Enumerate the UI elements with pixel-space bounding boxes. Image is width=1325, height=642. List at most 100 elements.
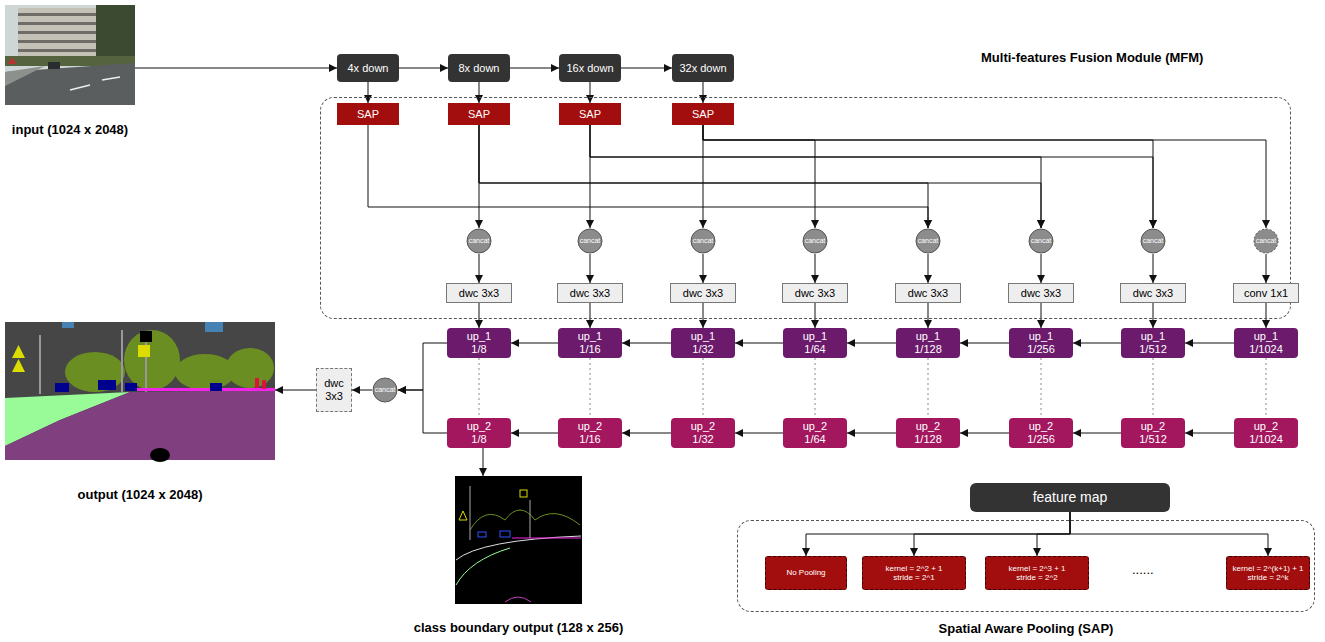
upsample-box: up_11/128 xyxy=(896,328,960,358)
seg-building xyxy=(5,322,275,460)
seg-pole xyxy=(121,330,123,392)
flow-arrow xyxy=(622,433,671,434)
sap-box: SAP xyxy=(559,103,621,125)
box-text: dwc 3x3 xyxy=(317,377,351,402)
dotted-link xyxy=(928,358,929,418)
upsample-box: up_11/512 xyxy=(1121,328,1185,358)
box-text: up_2 xyxy=(467,420,491,433)
flow-arrow xyxy=(735,433,783,434)
dwc-box: dwc 3x3 xyxy=(446,283,512,303)
box-text: kernel = 2^(k+1) + 1 xyxy=(1232,564,1303,573)
dotted-link xyxy=(703,358,704,418)
seg-car xyxy=(210,383,222,391)
box-text: up_2 xyxy=(1029,420,1053,433)
flow-arrow xyxy=(621,68,672,69)
upsample-box: up_21/32 xyxy=(671,418,735,448)
photo-windows xyxy=(18,40,96,43)
seg-sign xyxy=(138,345,150,357)
concat-circle: cancat xyxy=(1140,228,1166,254)
box-text: 1/1024 xyxy=(1249,433,1283,446)
flow-arrow xyxy=(368,82,369,103)
box-text: up_2 xyxy=(916,420,940,433)
dotted-link xyxy=(1041,358,1042,418)
box-text: cancat xyxy=(469,237,490,245)
flow-arrow xyxy=(590,303,591,328)
box-text: cancat xyxy=(375,386,396,394)
box-text: 1/16 xyxy=(579,343,600,356)
box-text: cancat xyxy=(1031,237,1052,245)
flow-arrow xyxy=(399,68,448,69)
boundary-line xyxy=(470,510,580,530)
box-text: up_1 xyxy=(1254,330,1278,343)
upsample-box: up_21/64 xyxy=(783,418,847,448)
photo-road xyxy=(5,63,135,105)
concat-circle-shape xyxy=(578,229,602,253)
box-text: up_1 xyxy=(1029,330,1053,343)
flow-arrow xyxy=(479,254,480,283)
box-text: 8x down xyxy=(459,62,500,75)
photo-building xyxy=(18,8,96,60)
dwc-box: dwc 3x3 xyxy=(670,283,736,303)
box-text: up_2 xyxy=(578,420,602,433)
box-text: 1/256 xyxy=(1027,433,1055,446)
segmentation-output xyxy=(5,322,275,462)
pooling-box: kernel = 2^3 + 1stride = 2^2 xyxy=(985,556,1089,590)
box-text: 1/32 xyxy=(692,343,713,356)
flow-arrow xyxy=(960,343,1009,344)
photo-windows xyxy=(18,49,96,52)
backbone-stage: 32x down xyxy=(672,54,734,82)
dotted-link xyxy=(815,358,816,418)
seg-pole xyxy=(39,335,41,394)
pooling-box: No Pooling xyxy=(765,556,847,590)
flow-arrow xyxy=(1041,303,1042,328)
seg-vegetation xyxy=(124,330,180,390)
dwc-box: dwc 3x3 xyxy=(557,283,623,303)
flow-arrow xyxy=(479,125,928,228)
seg-sign xyxy=(140,331,152,342)
photo-windows xyxy=(18,31,96,34)
photo-windows xyxy=(18,22,96,25)
box-text: dwc 3x3 xyxy=(1133,287,1173,300)
flow-arrow xyxy=(1185,433,1234,434)
concat-circle-shape xyxy=(916,229,940,253)
concat-circle: cancat xyxy=(372,377,398,403)
boundary-line xyxy=(500,531,510,537)
box-text: up_2 xyxy=(691,420,715,433)
conv-box: conv 1x1 xyxy=(1233,283,1299,303)
flow-arrow xyxy=(479,303,480,328)
photo-sidewalk xyxy=(5,66,45,86)
box-text: cancat xyxy=(1256,237,1277,245)
box-text: up_1 xyxy=(916,330,940,343)
output-image: output (1024 x 2048) xyxy=(5,322,275,460)
input-photo xyxy=(5,5,135,105)
flow-arrow xyxy=(135,68,337,69)
seg-car xyxy=(55,383,69,392)
boundary-line xyxy=(512,538,581,539)
boundary-output xyxy=(455,476,582,604)
caption-text: Multi-features Fusion Module (MFM) xyxy=(981,51,1203,66)
boundary-line xyxy=(505,597,531,602)
flow-arrow xyxy=(1073,343,1121,344)
flow-arrow xyxy=(815,303,816,328)
concat-circle-shape xyxy=(467,229,491,253)
box-text: up_1 xyxy=(578,330,602,343)
boundary-line xyxy=(459,511,467,520)
boundary-ground xyxy=(455,476,582,604)
backbone-stage: 16x down xyxy=(559,54,621,82)
flow-arrow xyxy=(398,343,447,390)
box-text: SAP xyxy=(468,108,490,121)
seg-person xyxy=(255,378,259,388)
dwc-box: dwc 3x3 xyxy=(316,368,352,412)
concat-circle-shape xyxy=(373,378,397,402)
seg-ego-car xyxy=(150,448,170,462)
flow-arrow xyxy=(511,433,558,434)
photo-windows xyxy=(18,13,96,16)
upsample-box: up_21/128 xyxy=(896,418,960,448)
box-text: stride = 2^1 xyxy=(893,573,934,582)
caption-text: Spatial Aware Pooling (SAP) xyxy=(939,622,1114,637)
box-text: up_2 xyxy=(1141,420,1165,433)
boundary-line xyxy=(470,486,471,540)
sap-box: SAP xyxy=(337,103,399,125)
flow-arrow xyxy=(1073,433,1121,434)
flow-arrow xyxy=(510,68,559,69)
